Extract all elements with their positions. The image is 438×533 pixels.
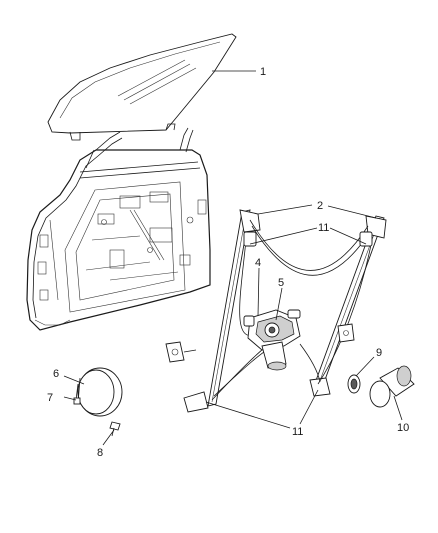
callout-2: 2	[317, 200, 323, 212]
leader-lines	[63, 70, 403, 446]
access-plug	[369, 365, 415, 408]
callout-4: 4	[255, 257, 261, 269]
callout-11-top: 11	[318, 222, 329, 234]
callout-10: 10	[397, 422, 409, 434]
speaker-assembly	[73, 367, 123, 417]
door-inner-frame	[26, 127, 211, 331]
callout-9: 9	[376, 347, 382, 359]
callout-11-bottom: 11	[292, 426, 303, 438]
regulator-motor	[243, 309, 301, 371]
callout-1: 1	[260, 66, 266, 78]
callout-6: 6	[53, 368, 59, 380]
window-regulator	[165, 209, 387, 413]
fastener-screw	[109, 421, 121, 437]
callout-5: 5	[278, 277, 284, 289]
callout-7: 7	[47, 392, 53, 404]
grommet-seal	[347, 374, 361, 394]
callout-labels: 1 2 11 4 5 6 7 8 9 10 11	[47, 66, 409, 459]
callout-8: 8	[97, 447, 103, 459]
door-glass	[47, 33, 237, 141]
